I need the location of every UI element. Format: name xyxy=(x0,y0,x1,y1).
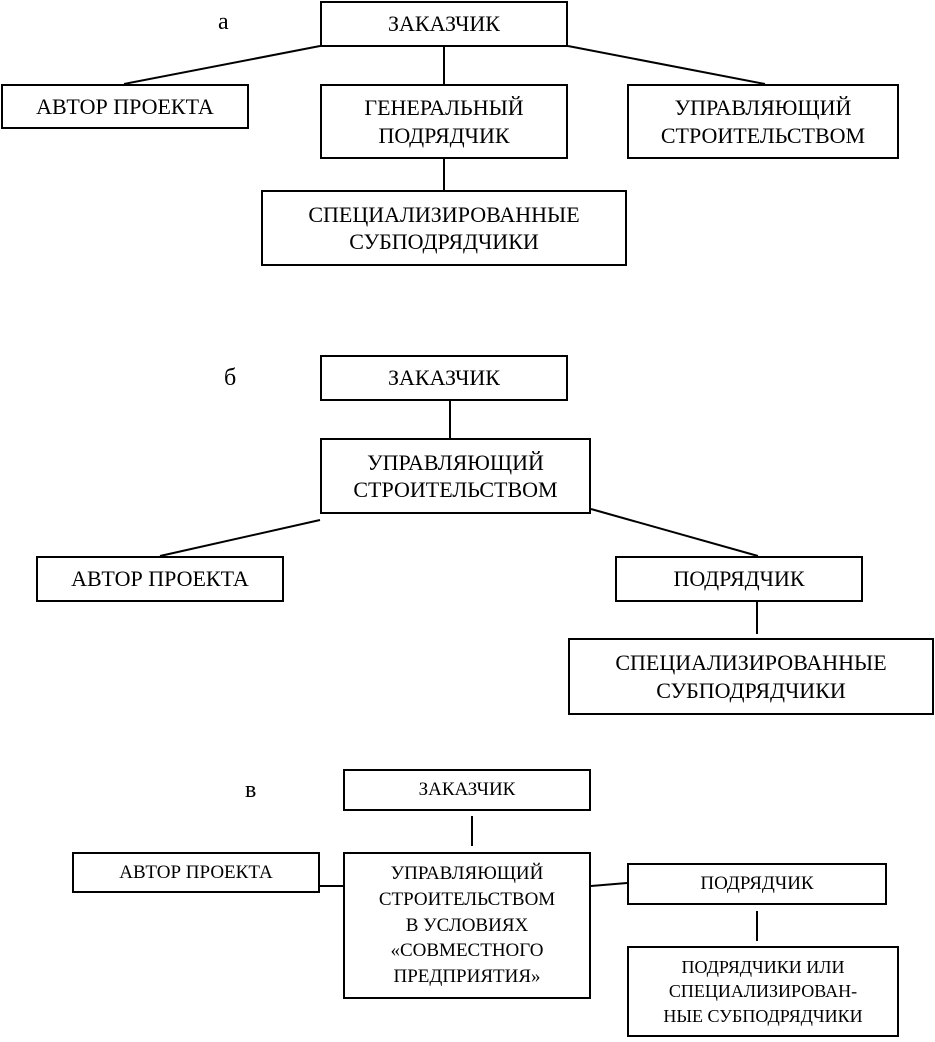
link-b-manager-author xyxy=(159,519,321,557)
diagram-a-subcontractors-box: СПЕЦИАЛИЗИРОВАННЫЕ СУБПОДРЯДЧИКИ xyxy=(261,190,627,266)
link-a-customer-manager xyxy=(567,45,766,85)
diagram-v-tag: в xyxy=(245,777,257,803)
diagram-v-subcontractors-box: ПОДРЯДЧИКИ ИЛИ СПЕЦИАЛИЗИРОВАН- НЫЕ СУБП… xyxy=(627,946,899,1037)
diagram-v-author-box: АВТОР ПРОЕКТА xyxy=(72,852,320,893)
diagram-a-author-box: АВТОР ПРОЕКТА xyxy=(1,84,249,129)
diagram-b-tag: б xyxy=(224,365,237,391)
diagram-v-customer-box: ЗАКАЗЧИК xyxy=(343,769,591,811)
diagram-a-general-contractor-box: ГЕНЕРАЛЬНЫЙ ПОДРЯДЧИК xyxy=(320,84,568,159)
diagram-b-author-box: АВТОР ПРОЕКТА xyxy=(36,556,284,602)
diagram-b-subcontractors-box: СПЕЦИАЛИЗИРОВАННЫЕ СУБПОДРЯДЧИКИ xyxy=(568,638,934,715)
link-b-manager-contractor xyxy=(590,508,759,557)
diagram-b-manager-box: УПРАВЛЯЮЩИЙ СТРОИТЕЛЬСТВОМ xyxy=(320,438,591,514)
diagram-v-contractor-box: ПОДРЯДЧИК xyxy=(627,863,887,905)
link-a-customer-author xyxy=(123,45,321,85)
diagram-a-tag: а xyxy=(218,9,229,35)
diagram-a-customer-box: ЗАКАЗЧИК xyxy=(320,1,568,47)
diagram-b-contractor-box: ПОДРЯДЧИК xyxy=(615,556,863,602)
diagram-b-customer-box: ЗАКАЗЧИК xyxy=(320,355,568,401)
diagram-v-manager-box: УПРАВЛЯЮЩИЙ СТРОИТЕЛЬСТВОМ В УСЛОВИЯХ «С… xyxy=(343,852,591,999)
diagram-a-manager-box: УПРАВЛЯЮЩИЙ СТРОИТЕЛЬСТВОМ xyxy=(627,84,899,159)
link-v-manager-contractor xyxy=(590,882,628,887)
